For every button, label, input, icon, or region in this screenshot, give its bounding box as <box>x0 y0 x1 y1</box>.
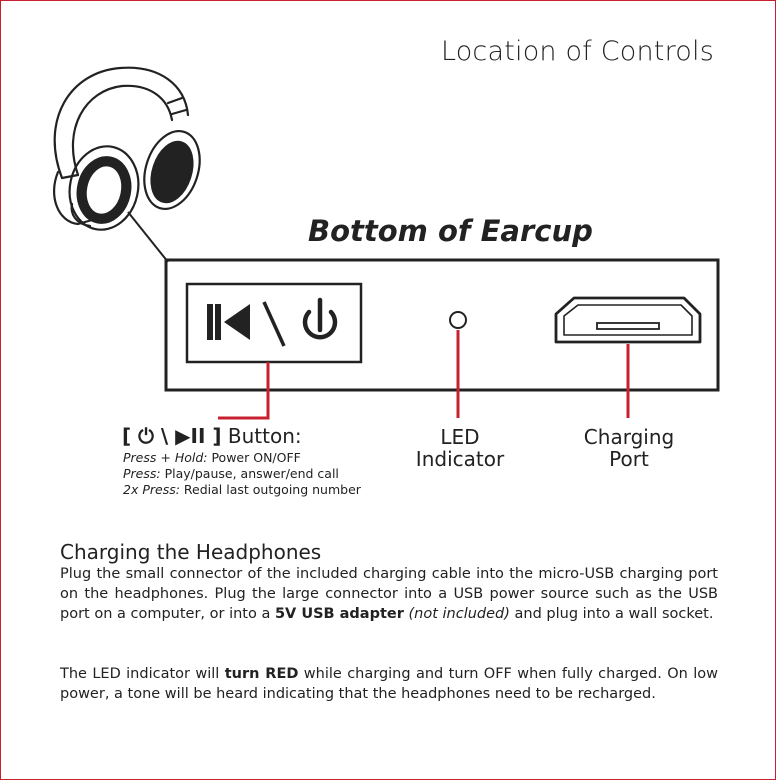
port-label-line1: Charging <box>583 425 675 449</box>
micro-usb-port-icon <box>554 296 702 344</box>
text-run: The LED indicator will <box>60 666 225 682</box>
desc-text: Play/pause, answer/end call <box>164 466 339 481</box>
button-descriptions: Press + Hold: Power ON/OFF Press: Play/p… <box>123 450 361 498</box>
headphones-icon <box>53 66 201 231</box>
desc-text: Power ON/OFF <box>211 450 301 465</box>
desc-term: Press: <box>123 466 161 481</box>
charging-paragraph-2: The LED indicator will turn RED while ch… <box>60 664 718 704</box>
button-desc-line: Press: Play/pause, answer/end call <box>123 466 361 482</box>
earcup-bottom-panel <box>164 258 720 392</box>
button-symbol: [ ⏻ \ ▶II ] <box>122 424 222 448</box>
controls-diagram <box>53 66 720 420</box>
charging-title: Charging the Headphones <box>60 540 322 564</box>
text-run: while charging and turn OFF when fully c… <box>60 666 718 702</box>
bold-run: turn RED <box>224 666 299 682</box>
led-label-line2: Indicator <box>415 447 505 471</box>
button-label-text: Button: <box>227 424 302 448</box>
power-icon <box>302 297 338 340</box>
button-desc-line: Press + Hold: Power ON/OFF <box>123 450 361 466</box>
section-title: Bottom of Earcup <box>308 214 593 248</box>
bold-run: 5V USB adapter <box>274 606 404 622</box>
power-play-button <box>185 282 363 364</box>
desc-term: Press + Hold: <box>123 450 208 465</box>
led-indicator-icon <box>449 311 467 329</box>
button-leader-line <box>218 362 270 420</box>
button-desc-line: 2x Press: Redial last outgoing number <box>123 482 361 498</box>
italic-run: (not included) <box>408 606 510 622</box>
earcup-leader-line <box>127 211 169 263</box>
desc-text: Redial last outgoing number <box>183 482 361 497</box>
port-label: Charging Port <box>576 426 682 470</box>
charging-paragraph-1: Plug the small connector of the included… <box>60 564 718 624</box>
led-label: LED Indicator <box>408 426 512 470</box>
desc-term: 2x Press: <box>123 482 180 497</box>
text-run: Plug the small connector of the included… <box>60 566 718 622</box>
play-pause-icon <box>207 304 250 340</box>
led-label-line1: LED <box>440 425 480 449</box>
page-title: Location of Controls <box>440 36 714 67</box>
port-label-line2: Port <box>609 447 649 471</box>
separator-slash <box>262 301 286 347</box>
button-label: [ ⏻ \ ▶II ] Button: <box>122 424 302 448</box>
text-run: and plug into a wall socket. <box>509 606 714 622</box>
